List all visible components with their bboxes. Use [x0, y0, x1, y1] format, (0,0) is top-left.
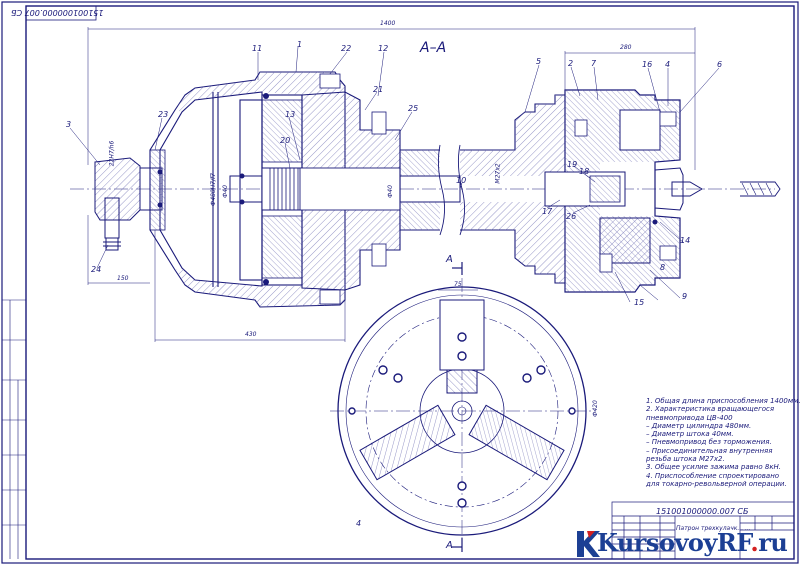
callout-20: 20 — [280, 136, 291, 145]
callout-12: 12 — [378, 44, 389, 53]
logo-mark-icon — [577, 531, 600, 557]
note-line: 2. Характеристика вращающегося — [646, 405, 775, 414]
note-line: – Присоединительная внутренняя — [646, 446, 773, 455]
inlet-bearing-hatch — [149, 149, 166, 231]
callout-11: 11 — [252, 44, 263, 53]
chuck-jaw-top — [619, 109, 661, 151]
dim-thread: М27х2 — [494, 163, 502, 184]
drawing-title: Патрон трехкулачк... ... — [676, 525, 751, 532]
callout-18: 18 — [579, 167, 590, 176]
drill — [740, 181, 781, 197]
top-code-box — [25, 5, 97, 21]
dim-cylinder-diameter: Ф480Н7/f7 — [209, 173, 217, 206]
spindle-hatch-top — [400, 150, 440, 176]
callout-16: 16 — [642, 60, 653, 69]
section-marker-bottom: А — [446, 540, 453, 551]
air-inlet-coupling — [94, 157, 163, 251]
callout-13: 13 — [285, 110, 296, 119]
spindle-body-hatch-top — [460, 95, 565, 176]
break-line-left — [437, 144, 445, 236]
note-line: – Диаметр цилиндра 480мм. — [646, 421, 752, 430]
note-line: пневмопривода ЦВ-400 — [646, 413, 733, 422]
logo-text: KursovoyRF.ru — [597, 528, 788, 557]
note-line: для токарно-револьверной операции. — [646, 479, 787, 488]
adapter-bore — [299, 167, 401, 211]
workpiece — [654, 167, 684, 211]
callout-1: 1 — [297, 40, 303, 49]
callout-14: 14 — [680, 236, 691, 245]
dim-cylinder-length: 430 — [245, 331, 257, 338]
callout-24: 24 — [91, 265, 102, 274]
title-block — [611, 501, 795, 560]
callout-22: 22 — [341, 44, 352, 53]
note-line: – Пневмопривод без торможения. — [646, 438, 772, 447]
seal-rings — [157, 93, 658, 285]
chuck-jaw-3 — [468, 404, 565, 481]
callout-9: 9 — [682, 292, 688, 301]
note-line: – Диаметр штока 40мм. — [646, 430, 734, 439]
callout-26: 26 — [566, 212, 577, 221]
callout-10: 10 — [456, 176, 467, 185]
drawing-code: 151001000000.007 СБ — [656, 507, 749, 516]
dimension-lines — [87, 27, 696, 342]
dim-rod-diameter: Ф40 — [221, 185, 229, 198]
callout-3: 3 — [66, 120, 72, 129]
spindle-body-hatch-bottom — [460, 202, 565, 283]
note-line: резьба штока М27х2. — [646, 455, 725, 464]
dim-chuck-length: 280 — [620, 44, 632, 51]
leader-lines — [69, 46, 720, 303]
technical-notes: 1. Общая длина приспособления 1400мм. 2.… — [646, 397, 800, 488]
drill-flutes — [741, 182, 773, 196]
fasteners — [319, 73, 677, 305]
callout-17: 17 — [542, 207, 553, 216]
chuck-jaw-2 — [359, 404, 456, 481]
note-line: 4. Приспособление спроектировано — [646, 471, 780, 480]
dim-total-length: 1400 — [380, 20, 396, 27]
callout-8: 8 — [660, 263, 666, 272]
rod-thread — [269, 168, 299, 210]
cylinder-wall-hatch-top — [175, 72, 345, 112]
note-line: 3. Общее усилие зажима равно 8кН. — [646, 463, 782, 472]
callout-15: 15 — [634, 298, 645, 307]
piston-hatch-bottom — [261, 215, 303, 279]
dim-fit: 22Н7/h6 — [108, 140, 116, 167]
dim-jaw-width: 75 — [454, 281, 462, 288]
callout-6: 6 — [717, 60, 723, 69]
cutting-tool — [671, 181, 703, 197]
callout-25: 25 — [408, 104, 419, 113]
note-line: 1. Общая длина приспособления 1400мм. — [646, 397, 800, 405]
callout-23: 23 — [158, 110, 169, 119]
cylinder-wall-hatch-bottom — [175, 268, 345, 307]
spindle-hatch-bottom — [400, 202, 440, 230]
dim-inlet-length: 150 — [117, 275, 129, 282]
wedge-nut — [589, 175, 621, 203]
section-marks — [452, 262, 463, 552]
callout-21: 21 — [373, 85, 384, 94]
callout-2: 2 — [568, 59, 574, 68]
top-drawing-code: 151001000000.007 СБ — [11, 8, 104, 17]
callout-4-front: 4 — [356, 519, 362, 528]
section-marker-top: А — [446, 254, 453, 265]
callout-7: 7 — [591, 59, 597, 68]
left-margin-table — [2, 299, 26, 559]
front-bolt-holes — [348, 332, 576, 508]
callout-19: 19 — [567, 160, 578, 169]
dim-chuck-diameter: Ф420 — [591, 400, 599, 417]
piston-hatch-top — [261, 99, 303, 163]
kursovoyrf-logo: KursovoyRF.ru — [575, 527, 797, 563]
dim-spindle-bore: Ф40 — [386, 185, 394, 198]
section-title: А–А — [420, 40, 447, 56]
break-line-right — [457, 144, 465, 236]
sheet-inner-frame — [25, 5, 795, 560]
callout-4-right: 4 — [665, 60, 671, 69]
callout-5: 5 — [536, 57, 542, 66]
